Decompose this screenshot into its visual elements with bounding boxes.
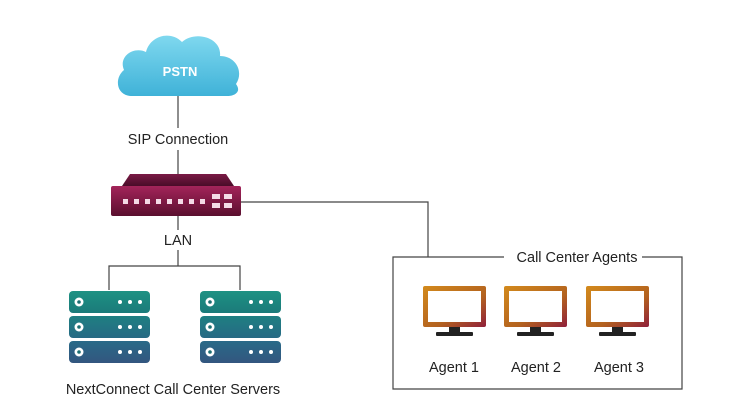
server-rack-icon: [69, 291, 150, 363]
sip-connection-label: SIP Connection: [128, 132, 229, 148]
router: [111, 174, 241, 216]
monitor-icon: [586, 286, 649, 336]
server-rack-left: [69, 291, 150, 363]
server-rack-right: [200, 291, 281, 363]
agent-workstation-1: Agent 1: [423, 286, 486, 376]
pstn-cloud: PSTN: [117, 35, 240, 96]
agent-label: Agent 1: [429, 360, 479, 376]
cloud-icon: [117, 35, 240, 96]
cloud-label: PSTN: [163, 64, 198, 79]
lan-label: LAN: [164, 233, 192, 249]
agents-group: Call Center Agents Agent 1 Agent 2: [392, 250, 683, 390]
router-to-agents-line: [241, 201, 429, 257]
monitor-icon: [423, 286, 486, 336]
agent-workstation-2: Agent 2: [504, 286, 567, 376]
servers-caption: NextConnect Call Center Servers: [66, 382, 280, 398]
connection-lines: [108, 96, 429, 290]
agent-label: Agent 2: [511, 360, 561, 376]
server-rack-icon: [200, 291, 281, 363]
agent-label: Agent 3: [594, 360, 644, 376]
agents-group-label: Call Center Agents: [517, 250, 638, 266]
agents-group-frame: [392, 256, 683, 390]
router-body: [111, 186, 241, 216]
lan-branch-line: [108, 265, 241, 290]
router-port-lights: [123, 194, 232, 208]
agent-workstation-3: Agent 3: [586, 286, 649, 376]
router-icon: [122, 174, 234, 186]
monitor-icon: [504, 286, 567, 336]
